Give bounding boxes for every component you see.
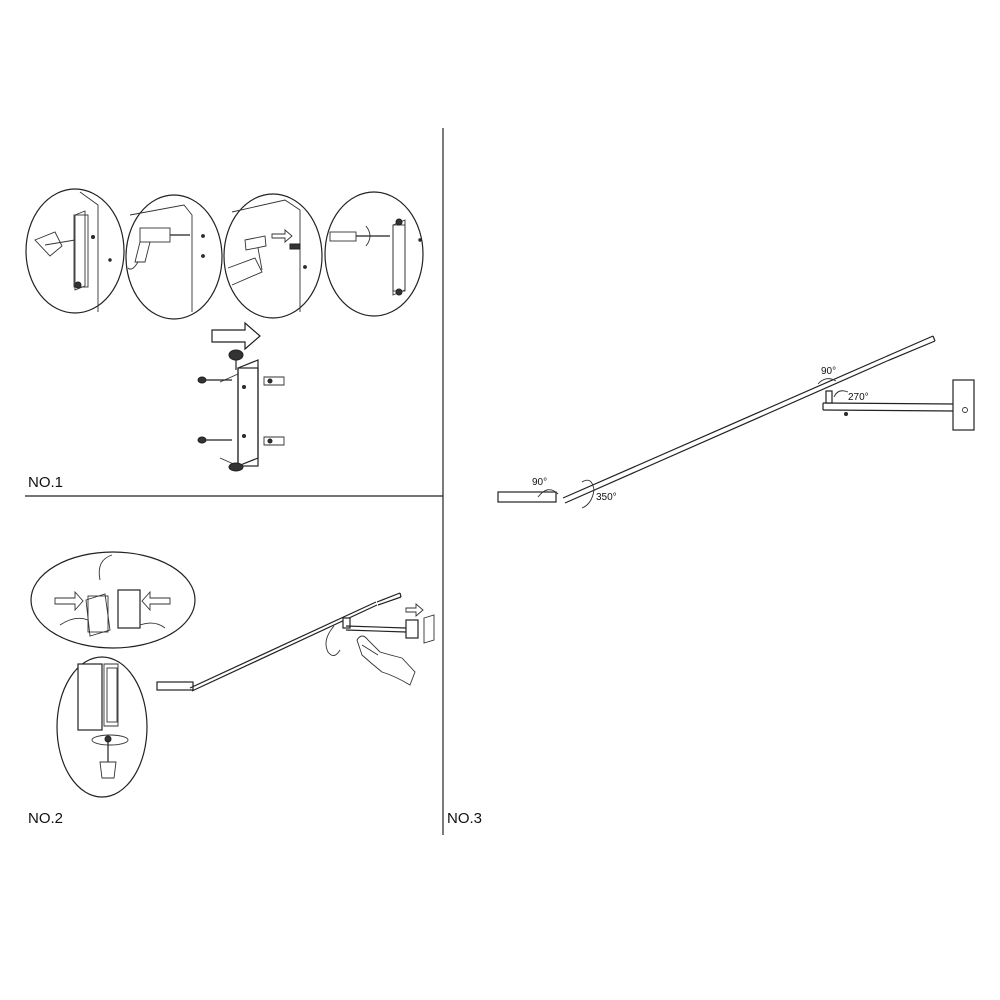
detail-drill-holes bbox=[125, 194, 223, 320]
step-2-panel: NO.2 bbox=[28, 551, 435, 827]
detail-mark-holes bbox=[25, 188, 125, 314]
detail-connect-wires bbox=[30, 551, 196, 649]
arrow-right-icon bbox=[211, 321, 261, 351]
angle-head-rotate: 350° bbox=[596, 492, 617, 503]
step-1-label: NO.1 bbox=[28, 474, 63, 491]
step-2-label: NO.2 bbox=[28, 810, 63, 827]
angle-head-tilt: 90° bbox=[532, 477, 547, 488]
wall-plate bbox=[952, 379, 975, 431]
step-1-panel: NO.1 bbox=[25, 188, 424, 491]
panel-dividers bbox=[25, 128, 444, 835]
exploded-bracket bbox=[197, 349, 285, 472]
rotate-arc-arm-swivel bbox=[833, 390, 849, 398]
lamp-mounting bbox=[156, 592, 435, 692]
rotate-arc-head-tilt bbox=[537, 489, 559, 498]
step-3-panel: 90° 350° 90° 270° NO.3 bbox=[447, 335, 975, 827]
angle-arm-swivel: 270° bbox=[848, 392, 869, 403]
detail-insert-anchors bbox=[223, 193, 323, 319]
lamp-arm bbox=[562, 335, 936, 504]
detail-fix-bracket bbox=[324, 191, 424, 317]
detail-secure-base bbox=[56, 656, 148, 798]
rotate-arc-head-rotate bbox=[581, 479, 595, 509]
wall-arm bbox=[822, 390, 954, 416]
angle-arm-tilt: 90° bbox=[821, 366, 836, 377]
rotate-arc-arm-tilt bbox=[817, 378, 837, 385]
lamp-head bbox=[497, 491, 557, 503]
step-3-label: NO.3 bbox=[447, 810, 482, 827]
